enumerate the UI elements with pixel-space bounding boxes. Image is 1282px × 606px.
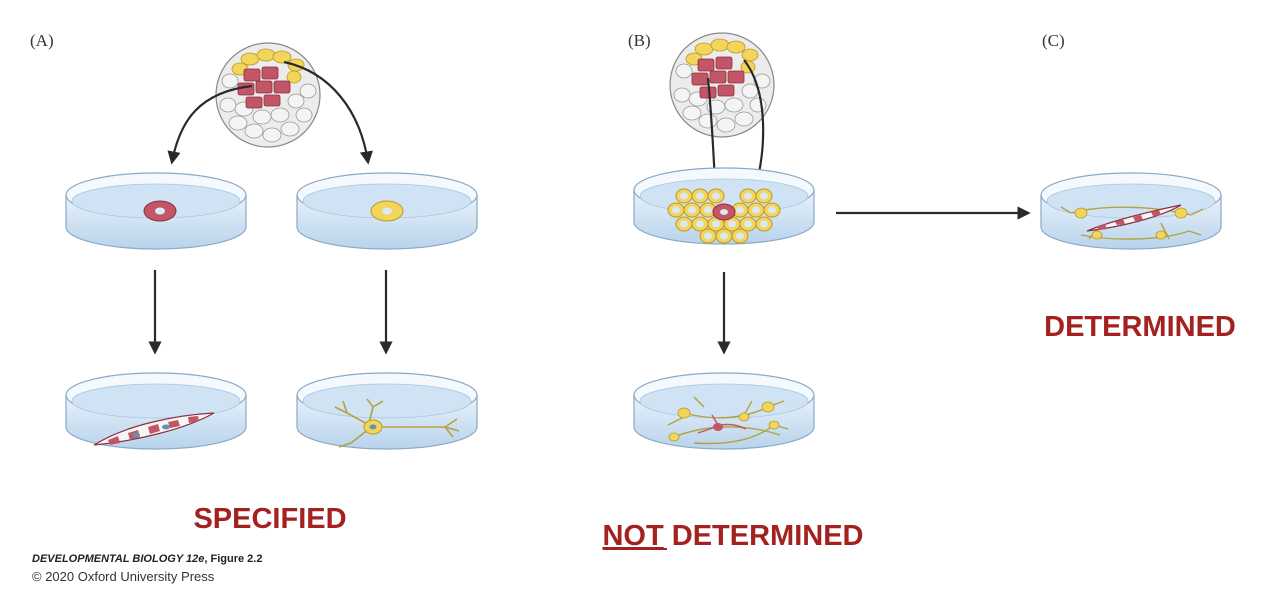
caption-determined: DETERMINED: [1044, 311, 1236, 343]
dish-a-muscle-differentiated: [65, 372, 247, 450]
arrow-a-left-curve: [167, 84, 253, 165]
dish-b-mixed-culture: [633, 167, 815, 245]
credit-copyright: © 2020 Oxford University Press: [32, 569, 215, 584]
credit-book-title: DEVELOPMENTAL BIOLOGY 12e: [32, 553, 204, 565]
caption-not-determined: NOT DETERMINED: [602, 520, 863, 552]
dish-a-neural-isolated: [296, 172, 478, 250]
arrow-a-right-curve: [283, 60, 373, 165]
embryo-a: [215, 42, 321, 148]
credit-line: DEVELOPMENTAL BIOLOGY 12e, Figure 2.2: [32, 553, 262, 565]
dish-c-muscle-in-neural: [1040, 172, 1222, 250]
panel-a-label: (A): [30, 31, 54, 50]
panel-b-label: (B): [628, 31, 651, 50]
caption-determined-word: DETERMINED: [664, 520, 864, 552]
caption-specified: SPECIFIED: [193, 503, 346, 535]
dish-a-neuron-differentiated: [296, 372, 478, 450]
caption-not-word: NOT: [602, 520, 664, 552]
embryo-b: [669, 32, 775, 138]
panel-c-label: (C): [1042, 31, 1065, 50]
credit-figure-number: , Figure 2.2: [204, 553, 262, 565]
dish-b-neural-outcome: [633, 372, 815, 450]
dish-a-muscle-isolated: [65, 172, 247, 250]
